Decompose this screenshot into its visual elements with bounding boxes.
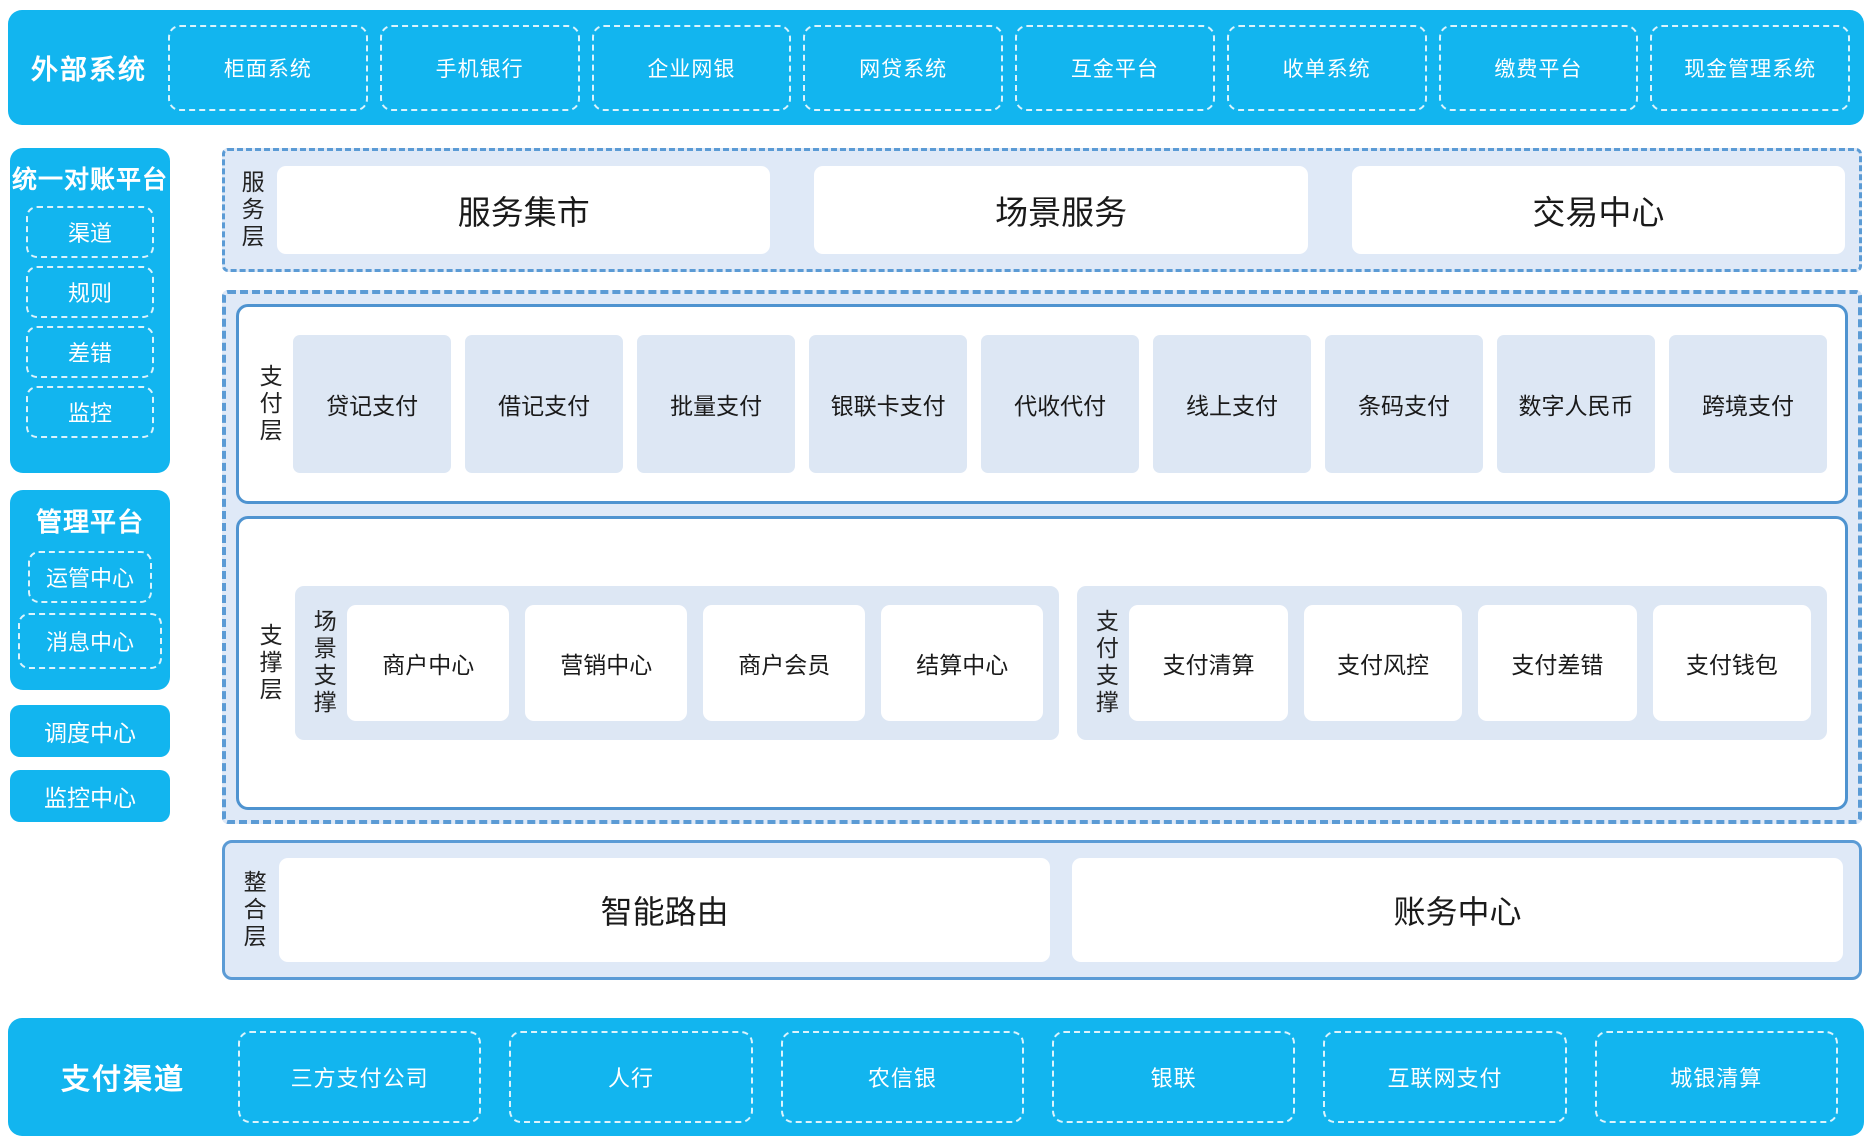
- management-item-operations[interactable]: 运管中心: [28, 551, 152, 603]
- integration-layer-items: 智能路由 账务中心: [279, 858, 1844, 962]
- payment-item-debit[interactable]: 借记支付: [465, 335, 624, 473]
- payment-layer: 支付层 贷记支付 借记支付 批量支付 银联卡支付 代收代付 线上支付 条码支付 …: [236, 304, 1848, 504]
- support-layer: 支撑层 场景支撑 商户中心 营销中心 商户会员 结算中心 支付支撑 支付清算: [236, 516, 1848, 810]
- external-system-item[interactable]: 手机银行: [379, 24, 580, 111]
- reconciliation-item-error[interactable]: 差错: [26, 326, 154, 378]
- scheduling-center-card[interactable]: 调度中心: [10, 705, 170, 757]
- external-system-item[interactable]: 现金管理系统: [1650, 24, 1850, 111]
- external-system-item[interactable]: 收单系统: [1226, 24, 1427, 111]
- service-layer-label: 服务层: [238, 169, 265, 251]
- integration-layer: 整合层 智能路由 账务中心: [222, 840, 1862, 980]
- support-item-payment-error[interactable]: 支付差错: [1478, 605, 1637, 721]
- payment-channel-item[interactable]: 人行: [509, 1031, 753, 1123]
- core-layers-container: 支付层 贷记支付 借记支付 批量支付 银联卡支付 代收代付 线上支付 条码支付 …: [222, 290, 1862, 824]
- payment-item-batch[interactable]: 批量支付: [637, 335, 796, 473]
- external-system-item[interactable]: 企业网银: [591, 24, 792, 111]
- payment-channel-item[interactable]: 互联网支付: [1323, 1031, 1567, 1123]
- service-item-scenario[interactable]: 场景服务: [814, 166, 1308, 254]
- external-systems-bar: 外部系统 柜面系统 手机银行 企业网银 网贷系统 互金平台 收单系统 缴费平台 …: [8, 10, 1864, 125]
- management-item-message[interactable]: 消息中心: [18, 613, 162, 669]
- support-item-settlement-center[interactable]: 结算中心: [881, 605, 1044, 721]
- monitoring-center-card[interactable]: 监控中心: [10, 770, 170, 822]
- support-item-marketing-center[interactable]: 营销中心: [525, 605, 688, 721]
- management-platform-card: 管理平台 运管中心 消息中心: [10, 490, 170, 690]
- payment-item-credit[interactable]: 贷记支付: [293, 335, 452, 473]
- support-item-payment-clearing[interactable]: 支付清算: [1129, 605, 1288, 721]
- support-group-payment: 支付支撑 支付清算 支付风控 支付差错 支付钱包: [1077, 586, 1827, 740]
- payment-item-unionpay-card[interactable]: 银联卡支付: [809, 335, 968, 473]
- reconciliation-platform-card: 统一对账平台 渠道 规则 差错 监控: [10, 148, 170, 473]
- payment-item-online[interactable]: 线上支付: [1153, 335, 1312, 473]
- payment-channels-bar: 支付渠道 三方支付公司 人行 农信银 银联 互联网支付 城银清算: [8, 1018, 1864, 1136]
- reconciliation-platform-title: 统一对账平台: [11, 166, 168, 194]
- support-item-merchant-center[interactable]: 商户中心: [347, 605, 510, 721]
- service-layer: 服务层 服务集市 场景服务 交易中心: [222, 148, 1862, 272]
- integration-layer-label: 整合层: [240, 869, 267, 951]
- support-group-payment-label: 支付支撑: [1092, 609, 1119, 717]
- integration-item-accounting-center[interactable]: 账务中心: [1072, 858, 1844, 962]
- payment-channel-item[interactable]: 农信银: [780, 1031, 1024, 1123]
- support-item-payment-wallet[interactable]: 支付钱包: [1652, 605, 1812, 721]
- support-item-payment-risk[interactable]: 支付风控: [1303, 605, 1463, 721]
- support-group-payment-items: 支付清算 支付风控 支付差错 支付钱包: [1129, 605, 1812, 721]
- reconciliation-item-monitor[interactable]: 监控: [26, 386, 154, 438]
- support-group-scenario-items: 商户中心 营销中心 商户会员 结算中心: [347, 605, 1044, 721]
- payment-item-collection-payment[interactable]: 代收代付: [981, 335, 1140, 473]
- payment-layer-label: 支付层: [256, 363, 283, 445]
- external-system-item[interactable]: 缴费平台: [1438, 24, 1639, 111]
- payment-layer-items: 贷记支付 借记支付 批量支付 银联卡支付 代收代付 线上支付 条码支付 数字人民…: [293, 335, 1827, 473]
- payment-channels-list: 三方支付公司 人行 农信银 银联 互联网支付 城银清算: [238, 1031, 1864, 1123]
- external-system-item[interactable]: 互金平台: [1015, 24, 1215, 111]
- reconciliation-item-rule[interactable]: 规则: [26, 266, 154, 318]
- service-item-marketplace[interactable]: 服务集市: [277, 166, 771, 254]
- external-systems-title: 外部系统: [31, 55, 147, 85]
- service-layer-items: 服务集市 场景服务 交易中心: [277, 166, 1845, 254]
- payment-item-barcode[interactable]: 条码支付: [1325, 335, 1484, 473]
- service-item-transaction[interactable]: 交易中心: [1351, 166, 1845, 254]
- payment-channels-title: 支付渠道: [60, 1064, 185, 1096]
- payment-item-digital-rmb[interactable]: 数字人民币: [1497, 335, 1656, 473]
- payment-item-cross-border[interactable]: 跨境支付: [1669, 335, 1827, 473]
- external-system-item[interactable]: 柜面系统: [168, 24, 368, 111]
- payment-channel-item[interactable]: 城银清算: [1594, 1031, 1838, 1123]
- integration-item-smart-routing[interactable]: 智能路由: [279, 858, 1051, 962]
- external-system-item[interactable]: 网贷系统: [803, 24, 1003, 111]
- payment-channel-item[interactable]: 银联: [1051, 1031, 1296, 1123]
- support-layer-groups: 场景支撑 商户中心 营销中心 商户会员 结算中心 支付支撑 支付清算 支付风控 …: [295, 586, 1827, 740]
- management-platform-title: 管理平台: [35, 507, 144, 537]
- payment-channel-item[interactable]: 三方支付公司: [238, 1031, 482, 1123]
- support-group-scenario: 场景支撑 商户中心 营销中心 商户会员 结算中心: [295, 586, 1060, 740]
- support-item-merchant-member[interactable]: 商户会员: [703, 605, 866, 721]
- support-group-scenario-label: 场景支撑: [310, 609, 337, 717]
- external-systems-list: 柜面系统 手机银行 企业网银 网贷系统 互金平台 收单系统 缴费平台 现金管理系…: [164, 24, 1864, 111]
- support-layer-label: 支撑层: [256, 622, 283, 704]
- reconciliation-item-channel[interactable]: 渠道: [26, 206, 154, 258]
